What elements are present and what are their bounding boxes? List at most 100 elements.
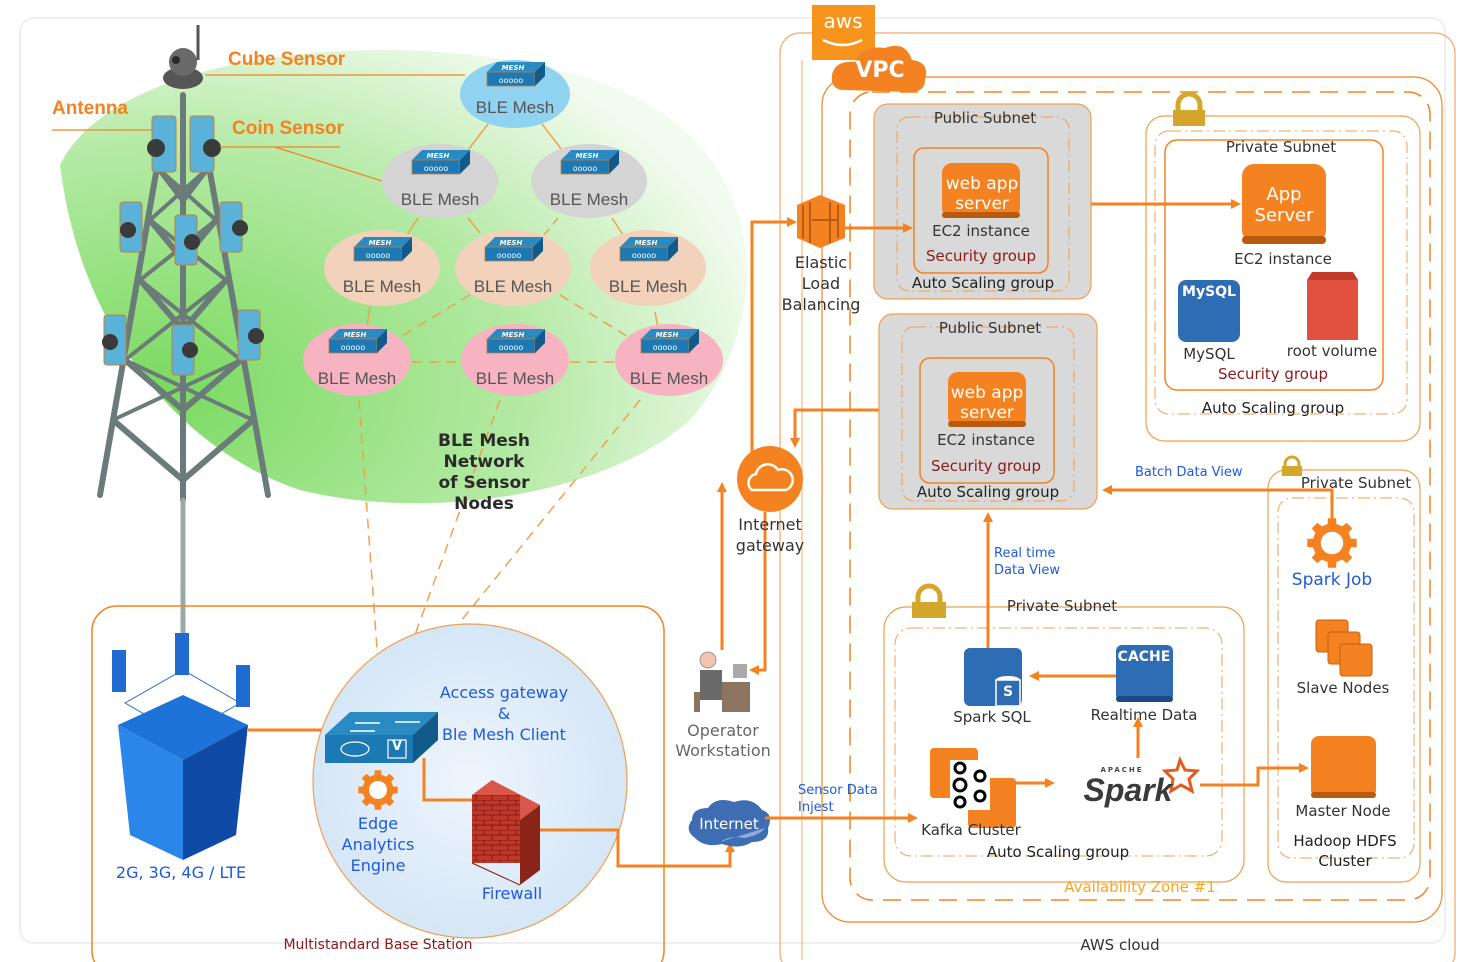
spark-apache-label: APACHE: [1100, 766, 1144, 774]
edge-gear-icon: [358, 770, 398, 810]
antenna-icon: [171, 324, 198, 376]
mesh-node-label: BLE Mesh: [400, 190, 480, 209]
switch-badge: V: [391, 739, 403, 754]
master-node-icon: [1311, 736, 1376, 798]
slave-nodes-icon: [1315, 619, 1373, 677]
mesh-device-icon: MESH ooooo: [486, 329, 545, 354]
antenna-icon: [237, 309, 264, 361]
root-volume-icon: [1307, 280, 1358, 340]
mesh-device-icon: MESH ooooo: [619, 237, 678, 262]
ble-network-title: BLE Mesh Network of Sensor Nodes: [438, 431, 530, 514]
elastic-load-balancer-icon: [797, 195, 845, 248]
base-station-title: Multistandard Base Station: [283, 937, 473, 953]
mesh-device-icon: MESH ooooo: [560, 150, 619, 175]
mesh-node-label: BLE Mesh: [317, 369, 397, 388]
edge-engine-label: Edge Analytics Engine: [341, 814, 415, 875]
antenna-icon: [189, 115, 221, 173]
antenna-icon: [102, 314, 127, 366]
mysql-label: MySQL: [1183, 345, 1235, 363]
vpc-label: VPC: [855, 58, 905, 83]
mesh-device-icon: MESH ooooo: [640, 329, 699, 354]
svg-text:MESH: MESH: [656, 331, 679, 339]
availability-zone-label: Availability Zone #1: [1064, 878, 1216, 896]
page-frame: [19, 17, 1446, 944]
internet-label: Internet: [699, 815, 759, 833]
auto-scaling-label: Auto Scaling group: [911, 274, 1055, 292]
gateway-label: Access gateway & Ble Mesh Client: [439, 683, 569, 744]
antenna-icon: [219, 201, 248, 253]
realtime-data-view-label: Real time Data View: [994, 546, 1061, 578]
svg-text:ooooo: ooooo: [497, 251, 522, 260]
cache-icon: [1116, 645, 1173, 702]
mesh-node-label: BLE Mesh: [608, 277, 688, 296]
aws-logo-text: aws: [823, 9, 863, 33]
internet-cloud-icon: [688, 800, 770, 847]
coin-sensor-label: Coin Sensor: [232, 118, 344, 139]
private-subnet-app: [1145, 115, 1421, 442]
ec2-instance-label: EC2 instance: [932, 222, 1030, 240]
firewall-to-internet-link: [540, 828, 735, 868]
public-subnet-1-title: Public Subnet: [933, 109, 1037, 127]
mesh-node-label: BLE Mesh: [473, 277, 553, 296]
cube-sensor-label: Cube Sensor: [228, 49, 346, 70]
web-app-server-icon: [942, 163, 1020, 218]
mysql-badge: MySQL: [1182, 284, 1236, 300]
mesh-node-label: BLE Mesh: [549, 190, 629, 209]
mysql-icon: [1178, 280, 1240, 342]
apache-spark-logo: [1161, 755, 1201, 794]
antenna-icon: [174, 214, 200, 266]
auto-scaling-label: Auto Scaling group: [916, 483, 1060, 501]
sensor-ingest-label: Sensor Data Injest: [798, 783, 878, 815]
security-group-label: Security group: [1218, 365, 1328, 383]
svg-text:ooooo: ooooo: [573, 164, 598, 173]
cell-tower-icon: [97, 92, 271, 643]
ec2-instance-label: EC2 instance: [937, 431, 1035, 449]
antenna-label: Antenna: [52, 98, 128, 119]
operator-label: Operator Workstation: [675, 721, 771, 760]
operator-workstation-icon: [694, 651, 750, 712]
spark-job-gear-icon: [1307, 518, 1357, 568]
svg-text:ooooo: ooooo: [632, 251, 657, 260]
antenna-icon: [147, 115, 177, 173]
mesh-device-icon: MESH ooooo: [353, 237, 412, 262]
svg-text:MESH: MESH: [427, 152, 450, 160]
svg-text:ooooo: ooooo: [653, 343, 678, 352]
svg-text:MESH: MESH: [576, 152, 599, 160]
private-subnet-app-title: Private Subnet: [1225, 138, 1337, 156]
batch-data-view-label: Batch Data View: [1135, 465, 1243, 480]
web-app-server-icon: [948, 372, 1026, 427]
svg-text:ooooo: ooooo: [366, 251, 391, 260]
mesh-node-label: BLE Mesh: [475, 98, 555, 117]
kafka-cluster-label: Kafka Cluster: [921, 821, 1021, 839]
edge-zone: [312, 623, 628, 939]
svg-text:MESH: MESH: [502, 64, 525, 72]
svg-text:ooooo: ooooo: [424, 164, 449, 173]
svg-text:MESH: MESH: [502, 331, 525, 339]
hdfs-cluster-label: Hadoop HDFS Cluster: [1293, 832, 1397, 870]
root-volume-label: root volume: [1286, 342, 1378, 360]
internet-gateway-label: Internet gateway: [735, 515, 805, 555]
svg-text:MESH: MESH: [635, 239, 658, 247]
app-server-icon: [1242, 164, 1326, 242]
callout-lines: [52, 74, 465, 183]
private-subnet-hadoop-title: Private Subnet: [1300, 474, 1412, 492]
flow-lines: [717, 199, 1334, 823]
spark-sql-icon: [964, 648, 1022, 707]
availability-zone-frame: [849, 91, 1431, 901]
security-group-label: Security group: [931, 457, 1041, 475]
svg-text:MESH: MESH: [369, 239, 392, 247]
slave-nodes-label: Slave Nodes: [1296, 679, 1390, 697]
mesh-node-label: BLE Mesh: [342, 277, 422, 296]
spark-label: Spark: [1083, 772, 1173, 808]
private-subnet-stream-title: Private Subnet: [1006, 597, 1118, 615]
lte-cell-icon: [112, 633, 250, 860]
private-subnet-stream: [883, 606, 1245, 883]
mesh-device-icon: MESH ooooo: [411, 150, 470, 175]
spark-job-label: Spark Job: [1291, 570, 1373, 590]
kafka-cluster-icon: [930, 748, 1016, 828]
public-subnet-2-title: Public Subnet: [938, 319, 1042, 337]
lock-icon: [1282, 455, 1302, 476]
svg-text:ooooo: ooooo: [499, 343, 524, 352]
